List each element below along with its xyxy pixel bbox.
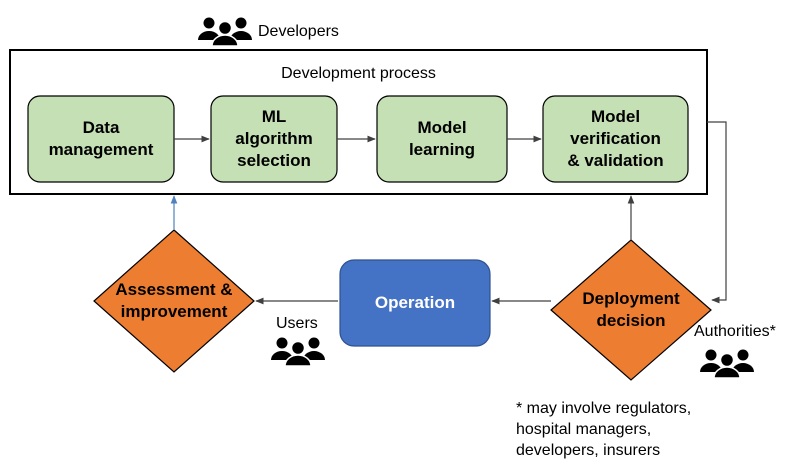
operation-label: Operation [374,293,456,312]
deployment-label: Deployment decision [582,289,680,330]
users-label: Users [276,315,318,332]
step-label-model-learning: Model learning [408,118,476,159]
footnote: * may involve regulators, hospital manag… [516,400,692,459]
people-icon [198,17,252,46]
assessment-label: Assessment & improvement [115,280,233,321]
connector-process-to-deployment [707,121,727,304]
assessment-diamond [93,229,255,373]
step-label-data-management: Data management [48,118,154,159]
step-label-ml-algorithm-selection: ML algorithm selection [235,107,313,170]
step-box-model-verification [542,95,689,183]
people-icon [700,349,754,378]
deployment-diamond [550,239,712,381]
developers-label: Developers [258,23,339,40]
people-icon [271,337,325,366]
process-title: Development process [281,65,436,82]
authorities-label: Authorities* [694,323,776,340]
operation-box [339,259,491,347]
step-label-model-verification: Model verification & validation [567,107,664,170]
